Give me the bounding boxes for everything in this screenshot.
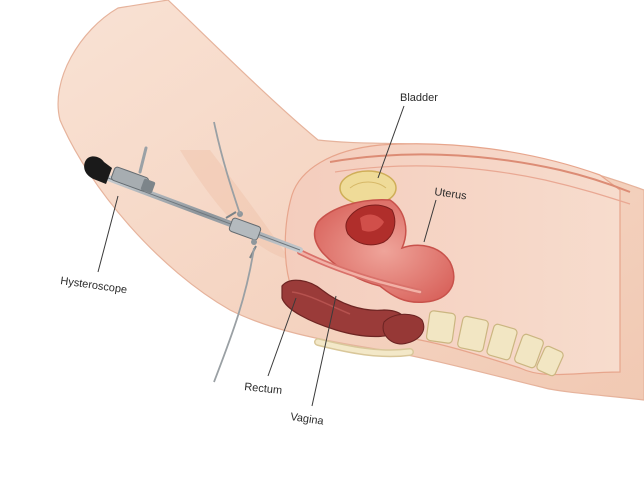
label-rectum: Rectum: [244, 381, 283, 397]
label-bladder: Bladder: [400, 92, 438, 104]
label-hysteroscope: Hysteroscope: [60, 275, 128, 296]
leader-hysteroscope: [98, 196, 118, 272]
label-vagina: Vagina: [290, 411, 326, 428]
